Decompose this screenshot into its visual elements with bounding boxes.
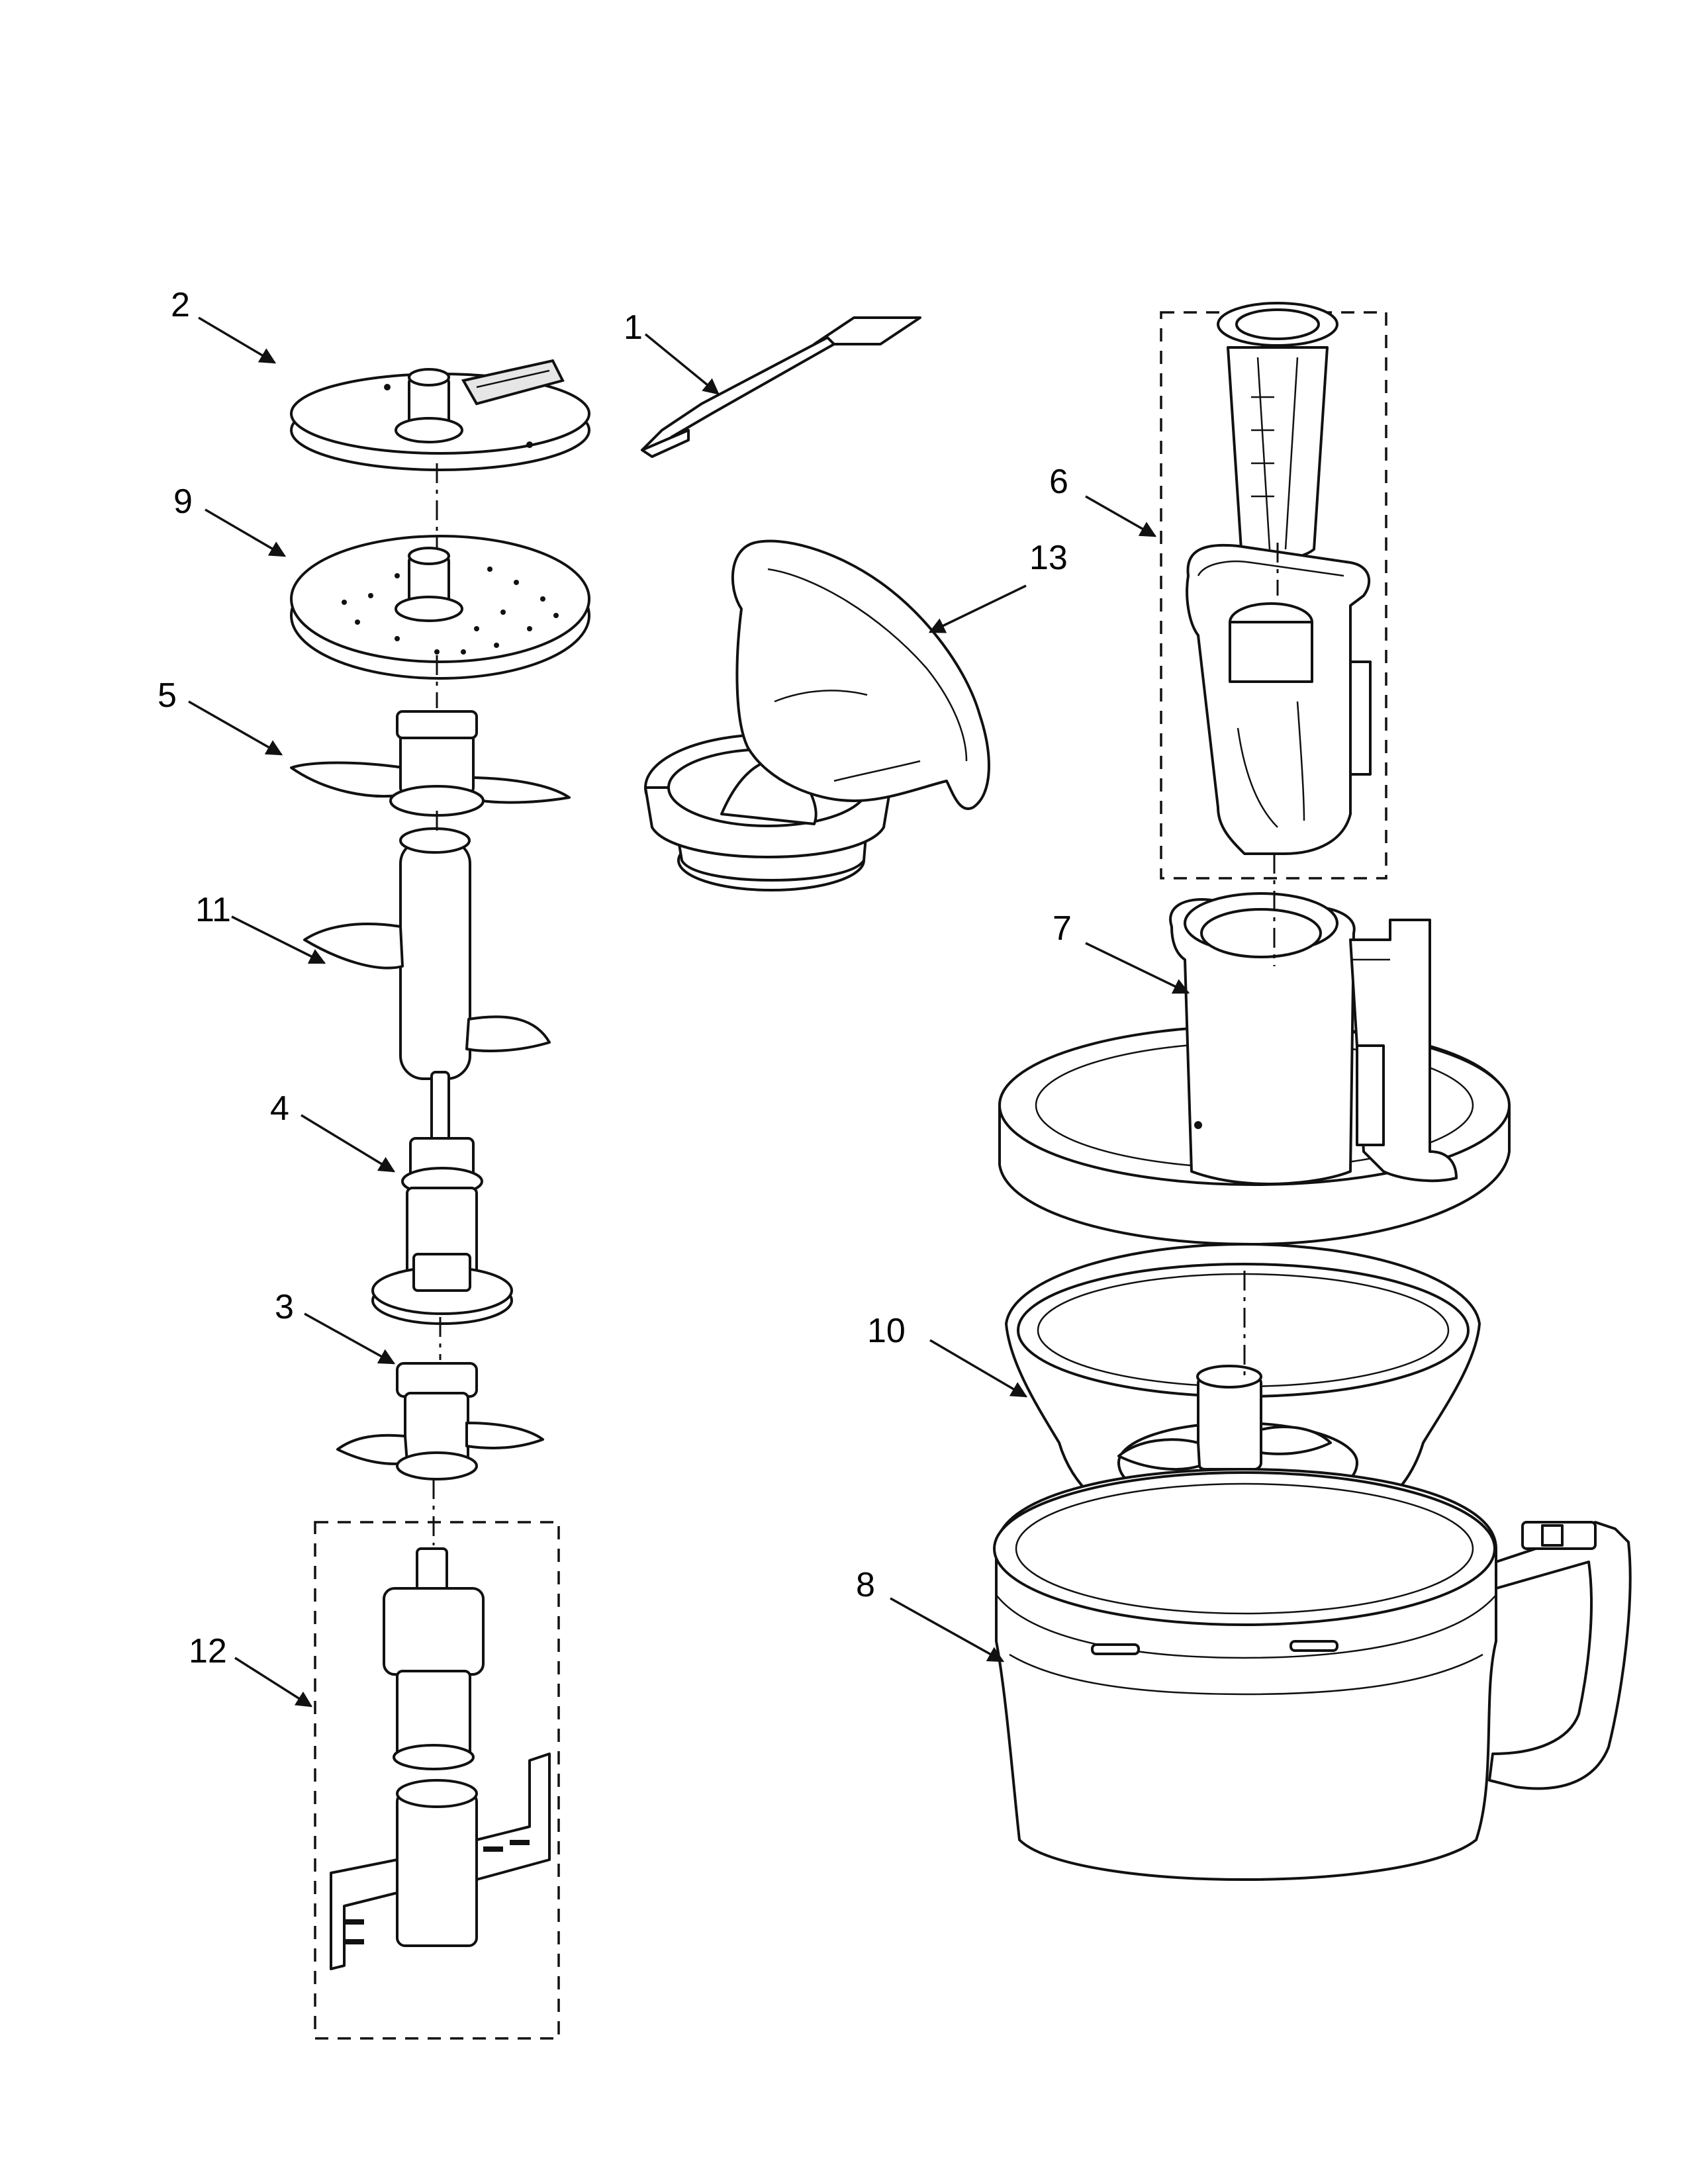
callout-7: 7 [1053, 909, 1072, 948]
spatula-part-1 [641, 316, 921, 458]
callout-12: 12 [189, 1632, 227, 1670]
callout-13: 13 [1029, 539, 1068, 577]
callout-1: 1 [624, 308, 643, 347]
callout-leaders [188, 316, 1190, 1707]
feed-tube-part-6 [1186, 543, 1372, 855]
callout-2: 2 [171, 286, 190, 324]
callout-8: 8 [856, 1566, 875, 1604]
assembly-box-part-12 [314, 1521, 560, 2040]
citrus-juicer-part-13 [644, 539, 990, 891]
callout-4: 4 [270, 1089, 289, 1128]
callout-9: 9 [173, 482, 193, 521]
callout-11: 11 [195, 891, 231, 929]
mini-blade-part-3 [336, 1362, 544, 1480]
mini-blade-part-5 [290, 710, 571, 817]
slicing-disc-part-2 [290, 359, 590, 471]
mini-bowl-part-10 [1005, 1243, 1481, 1543]
adapter-spindle-part-4 [371, 1071, 513, 1325]
callout-5: 5 [158, 676, 177, 715]
bowl-lid-part-7 [998, 892, 1511, 1246]
callout-3: 3 [275, 1288, 294, 1326]
multipurpose-blade-part-11 [303, 827, 551, 1080]
food-pusher-part-6 [1217, 302, 1338, 561]
callout-10: 10 [867, 1312, 906, 1350]
work-bowl-part-8 [993, 1468, 1632, 1881]
callout-6: 6 [1049, 463, 1068, 501]
dough-blade-part-12 [330, 1547, 551, 1970]
shredding-disc-part-9 [290, 535, 590, 680]
